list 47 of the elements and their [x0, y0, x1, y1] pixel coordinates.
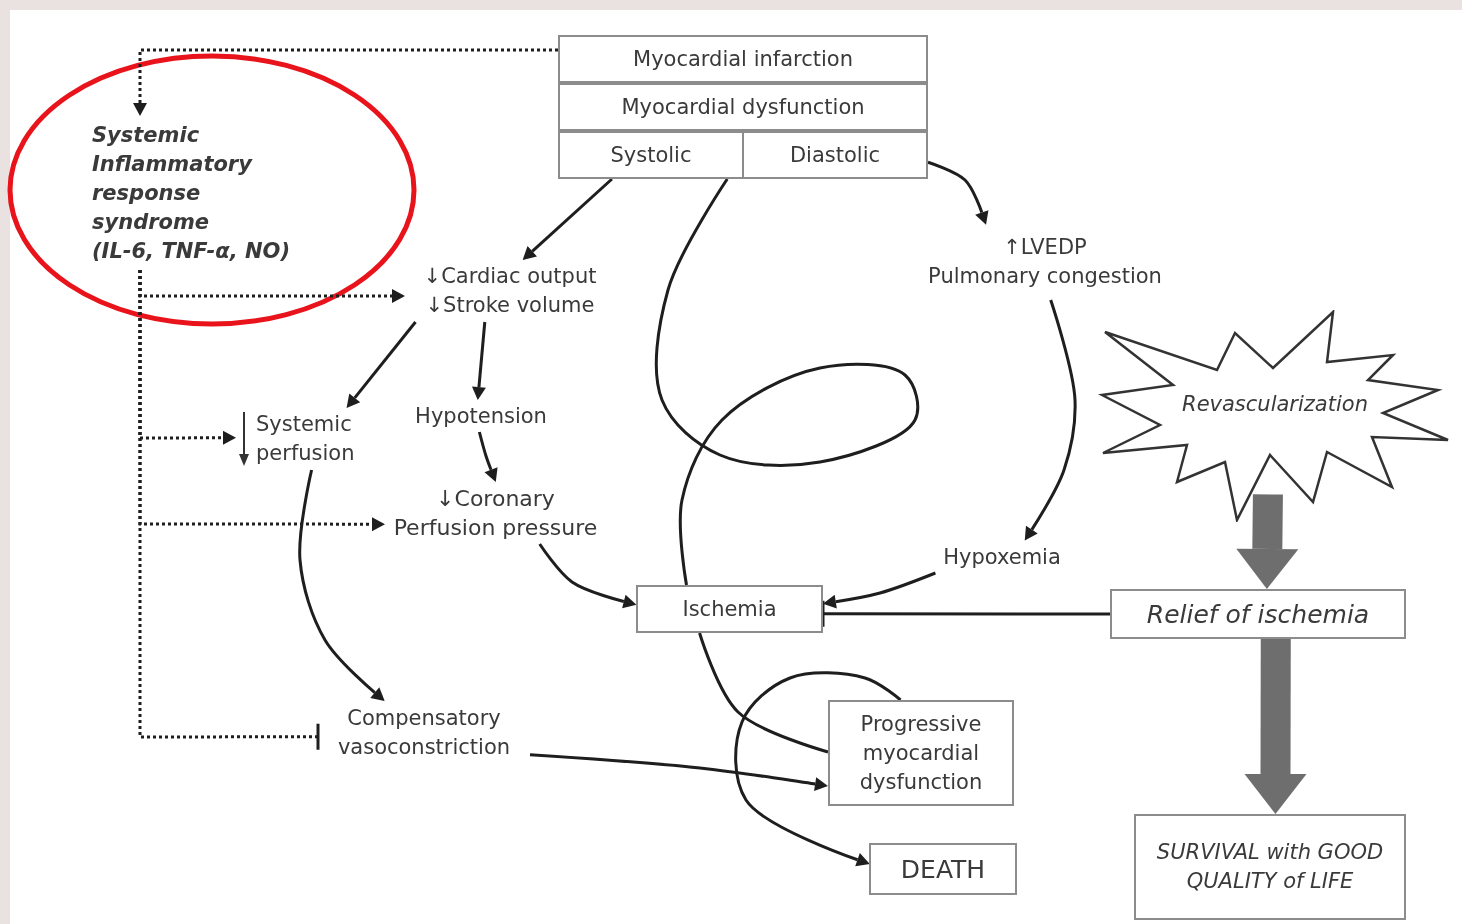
node-label: ↑LVEDP	[1003, 234, 1087, 261]
process-box	[742, 131, 928, 179]
node-label: Diastolic	[789, 141, 881, 169]
arrow	[522, 177, 613, 260]
node-label: Hypoxemia	[928, 541, 1076, 573]
node-label: Systemic Inflammatory response syndrome	[92, 121, 254, 236]
node-label: ↓Coronary Perfusion pressure	[385, 482, 606, 544]
process-box	[558, 131, 744, 179]
process-box	[558, 83, 928, 131]
node-label: Compensatory vasoconstriction	[318, 702, 530, 764]
arrow	[477, 431, 498, 482]
node-label: Systemic perfusion	[256, 411, 356, 467]
node-label: Myocardial infarction	[633, 45, 853, 73]
node-label: ↓Stroke volume	[425, 292, 595, 319]
node-label: Systolic	[610, 141, 692, 169]
node-label: Ischemia	[682, 595, 777, 623]
inhibition-line	[138, 270, 320, 752]
arrow	[133, 48, 558, 116]
block-arrow	[1236, 494, 1299, 589]
arrow	[1024, 299, 1077, 541]
node-label: Myocardial dysfunction	[621, 93, 865, 121]
connector-line	[654, 178, 920, 586]
arrow	[538, 543, 637, 609]
process-box	[869, 843, 1017, 895]
connector-line	[698, 632, 829, 754]
process-box	[1110, 589, 1406, 639]
node-label: ↓Cardiac output	[423, 263, 597, 290]
arrow	[822, 571, 936, 609]
arrow	[471, 321, 487, 400]
node-label: SURVIVAL with GOOD QUALITY of LIFE	[1155, 839, 1385, 895]
node-label: Pulmonary congestion	[928, 263, 1162, 290]
process-box	[636, 585, 823, 633]
node-label: Hypotension	[400, 400, 562, 432]
process-box	[558, 35, 928, 83]
arrow	[298, 469, 385, 701]
node-label: DEATH	[900, 854, 986, 884]
node-label: Progressive myocardial dysfunction	[858, 710, 984, 796]
process-box	[828, 700, 1014, 806]
node-label: Revascularization	[1182, 390, 1368, 418]
node-label: (IL-6, TNF-α, NO)	[92, 237, 292, 265]
process-box	[1134, 814, 1406, 920]
node-label: Relief of ischemia	[1146, 599, 1370, 629]
arrow	[927, 160, 989, 225]
arrow	[734, 671, 902, 867]
arrow	[346, 321, 417, 408]
block-arrow	[1244, 638, 1307, 814]
arrow	[529, 753, 828, 791]
